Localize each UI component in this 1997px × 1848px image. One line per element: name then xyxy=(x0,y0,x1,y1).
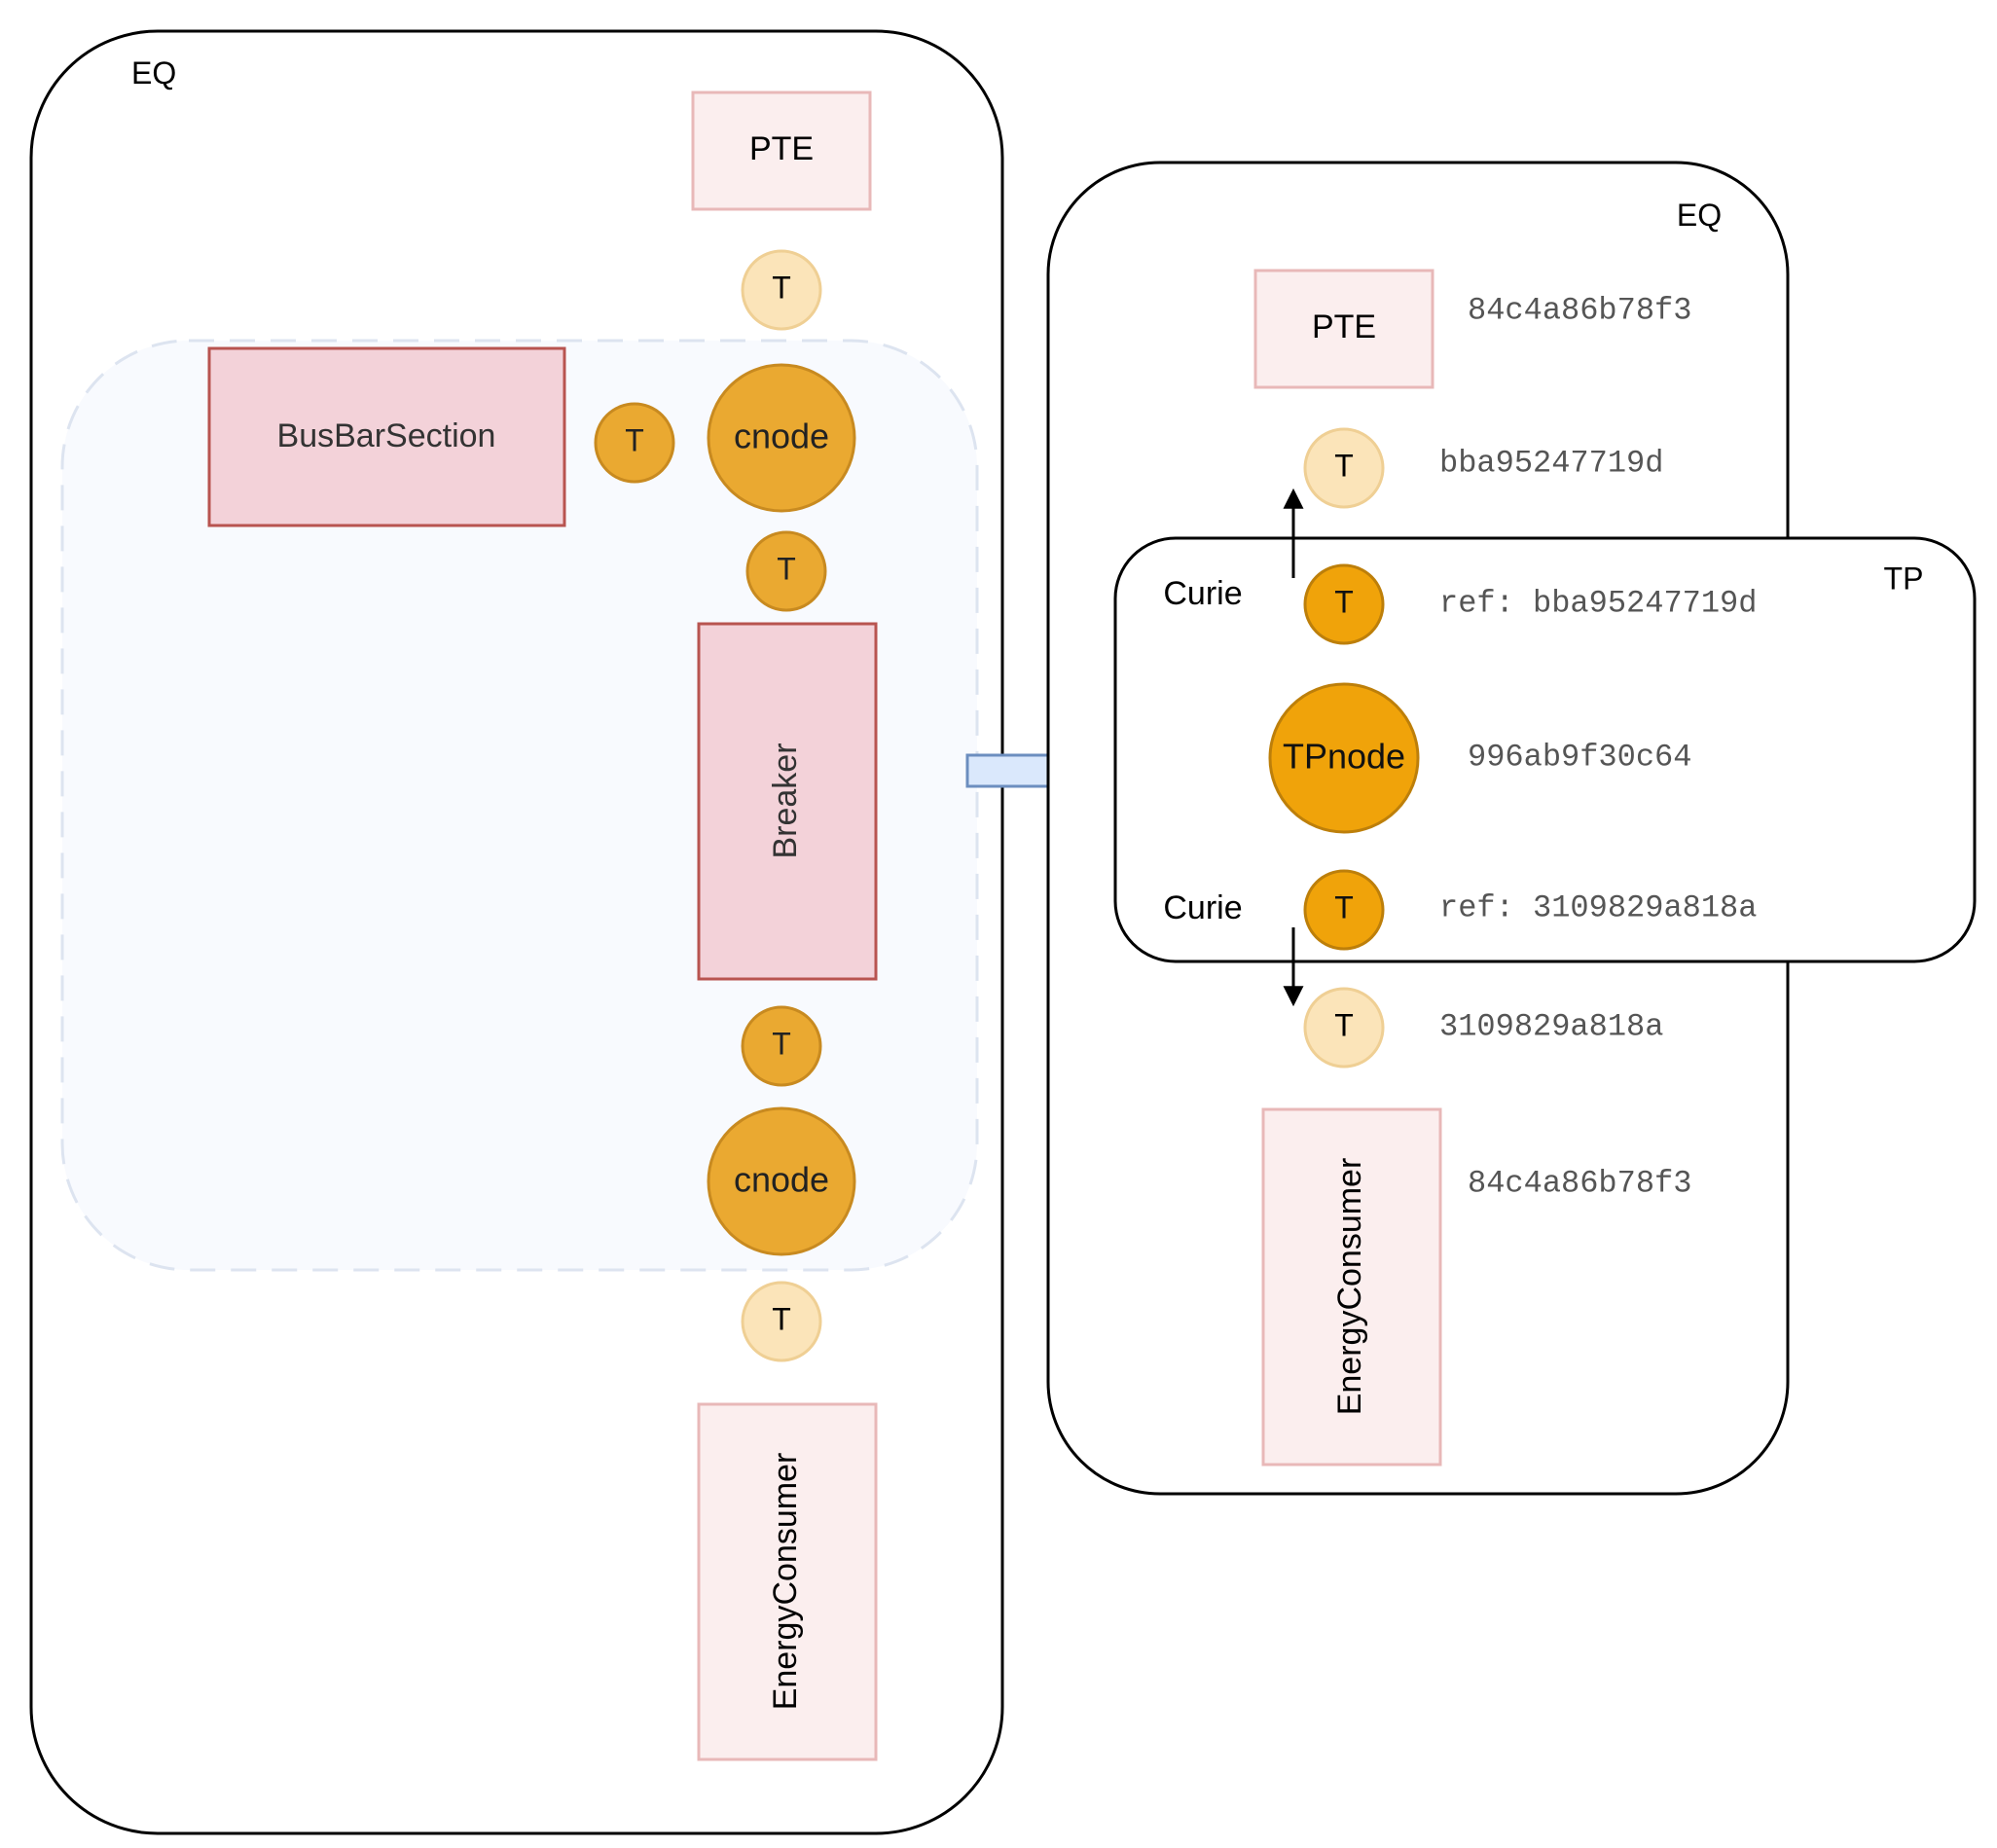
tp-container xyxy=(1113,536,1977,963)
left-energy-consumer-box[interactable]: EnergyConsumer xyxy=(697,1402,878,1761)
tpnode-label: TPnode xyxy=(1283,737,1405,777)
left-cnode-bottom[interactable]: cnode xyxy=(707,1106,856,1256)
left-terminal-pte[interactable]: T xyxy=(741,249,822,331)
right-pte-rect xyxy=(1253,269,1434,389)
right-terminal-bottom-id: 3109829a818a xyxy=(1439,1008,1663,1044)
curie-bottom-label: Curie xyxy=(1163,889,1242,926)
left-eq-panel: EQ PTE T BusBarSection T cnode xyxy=(29,29,1004,1835)
right-terminal-top[interactable]: T xyxy=(1303,427,1385,509)
consumer-label: EnergyConsumer xyxy=(767,1453,804,1711)
terminal-label: T xyxy=(772,270,791,305)
right-eq-title: EQ xyxy=(1677,198,1722,233)
tp-terminal-bottom[interactable]: T xyxy=(1303,869,1385,951)
left-eq-title: EQ xyxy=(131,55,176,91)
left-pte-label: PTE xyxy=(749,130,814,167)
right-consumer-id: 84c4a86b78f3 xyxy=(1468,1165,1691,1201)
terminal-circle xyxy=(594,402,675,484)
left-terminal-busbar[interactable]: T xyxy=(594,402,675,484)
terminal-label: T xyxy=(772,1026,791,1061)
cnode-label: cnode xyxy=(734,1160,829,1200)
terminal-circle xyxy=(1303,987,1385,1069)
tp-title: TP xyxy=(1884,561,1924,596)
left-terminal-breaker-top[interactable]: T xyxy=(745,530,827,612)
right-pte-id: 84c4a86b78f3 xyxy=(1468,292,1691,328)
tp-ref-top: ref: bba95247719d xyxy=(1439,585,1757,621)
terminal-circle xyxy=(745,530,827,612)
tp-terminal-top[interactable]: T xyxy=(1303,563,1385,645)
terminal-label: T xyxy=(1334,448,1354,483)
terminal-circle xyxy=(741,1281,822,1362)
tpnode-circle xyxy=(1268,682,1420,834)
terminal-label: T xyxy=(772,1301,791,1336)
terminal-label: T xyxy=(625,422,644,457)
left-pte-rect xyxy=(691,91,872,211)
terminal-circle xyxy=(741,249,822,331)
breaker-box[interactable]: Breaker xyxy=(697,622,878,981)
terminal-label: T xyxy=(1334,889,1354,924)
left-pte-box[interactable]: PTE xyxy=(691,91,872,211)
cnode-circle xyxy=(707,363,856,513)
right-terminal-top-id: bba95247719d xyxy=(1439,445,1663,481)
tpnode[interactable]: TPnode xyxy=(1268,682,1420,834)
busbar-rect xyxy=(207,346,566,527)
terminal-circle xyxy=(1303,563,1385,645)
terminal-label: T xyxy=(777,551,796,586)
right-energy-consumer-box[interactable]: EnergyConsumer xyxy=(1261,1107,1442,1467)
tpnode-id: 996ab9f30c64 xyxy=(1468,739,1691,775)
terminal-circle xyxy=(1303,427,1385,509)
consumer-rect xyxy=(1261,1107,1442,1467)
cnode-label: cnode xyxy=(734,417,829,456)
curie-top-label: Curie xyxy=(1163,575,1242,612)
breaker-label: Breaker xyxy=(767,743,804,858)
tp-ref-bottom: ref: 3109829a818a xyxy=(1439,889,1757,925)
terminal-circle xyxy=(1303,869,1385,951)
terminal-label: T xyxy=(1334,1007,1354,1042)
left-cnode-top[interactable]: cnode xyxy=(707,363,856,513)
tp-panel: TP Curie T ref: bba95247719d TPnode 996a… xyxy=(1113,536,1977,963)
breaker-rect xyxy=(697,622,878,981)
left-terminal-breaker-bottom[interactable]: T xyxy=(741,1005,822,1087)
terminal-label: T xyxy=(1334,584,1354,619)
terminal-circle xyxy=(741,1005,822,1087)
busbar-section-box[interactable]: BusBarSection xyxy=(207,346,566,527)
consumer-label: EnergyConsumer xyxy=(1331,1158,1368,1416)
cnode-circle xyxy=(707,1106,856,1256)
busbar-label: BusBarSection xyxy=(277,417,496,454)
right-pte-label: PTE xyxy=(1312,308,1376,345)
left-terminal-consumer[interactable]: T xyxy=(741,1281,822,1362)
right-terminal-bottom[interactable]: T xyxy=(1303,987,1385,1069)
right-pte-box[interactable]: PTE xyxy=(1253,269,1434,389)
consumer-rect xyxy=(697,1402,878,1761)
